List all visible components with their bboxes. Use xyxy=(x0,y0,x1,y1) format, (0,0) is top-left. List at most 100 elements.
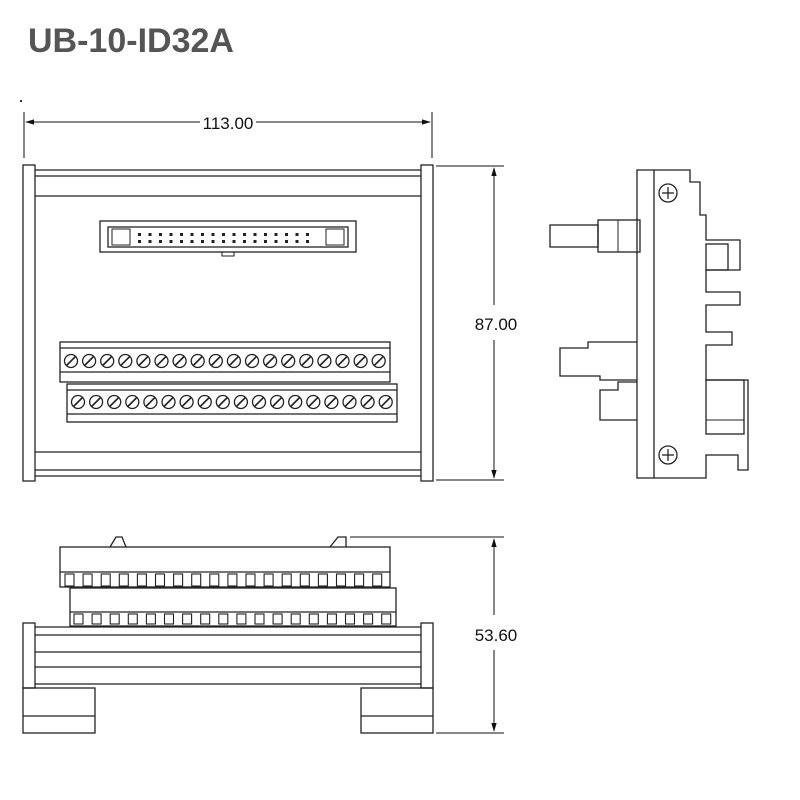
depth-dimension: 53.60 xyxy=(350,536,518,734)
connector-pin xyxy=(264,233,267,236)
connector-pin xyxy=(148,240,152,243)
terminal-slot xyxy=(245,573,256,587)
terminal-screw-icon xyxy=(299,353,314,369)
terminal-screw-icon xyxy=(143,394,158,410)
terminal-slot xyxy=(299,573,310,587)
terminal-screw-icon xyxy=(342,394,357,410)
terminal-slot xyxy=(100,573,111,587)
terminal-slot xyxy=(354,573,365,587)
terminal-slot xyxy=(145,613,156,625)
terminal-slot xyxy=(200,613,211,625)
terminal-screw-icon xyxy=(335,353,350,369)
terminal-screw-icon xyxy=(172,353,187,369)
terminal-screw-icon xyxy=(233,394,249,410)
terminal-slot xyxy=(381,613,392,625)
terminal-screw-icon xyxy=(63,353,79,369)
terminal-screw-icon xyxy=(306,394,321,410)
terminal-screw-icon xyxy=(269,394,285,410)
terminal-screw-icon xyxy=(88,394,104,410)
terminal-slot xyxy=(372,573,383,587)
connector-pin xyxy=(211,240,215,243)
terminal-screw-icon xyxy=(154,353,169,369)
width-dimension: 113.00 xyxy=(23,112,433,158)
terminal-screw-icon xyxy=(100,353,115,369)
connector-pin xyxy=(243,240,246,243)
terminal-screw-icon xyxy=(190,353,205,369)
connector-pins xyxy=(138,233,309,243)
connector-pin xyxy=(306,233,309,236)
terminal-slot xyxy=(227,573,238,587)
terminal-block-upper xyxy=(59,341,391,383)
terminal-screw-icon xyxy=(317,353,332,369)
terminal-slot xyxy=(109,613,120,625)
connector-pin xyxy=(243,233,246,236)
product-title: UB-10-ID32A xyxy=(28,22,234,60)
terminal-screw-icon xyxy=(353,353,368,369)
terminal-slot xyxy=(154,573,166,587)
connector-pin xyxy=(201,233,204,236)
front-view: 113.00 87.00 xyxy=(22,112,518,482)
terminal-screw-icon xyxy=(244,353,260,369)
connector-pin xyxy=(264,240,267,243)
terminal-screw-icon xyxy=(281,353,296,369)
terminal-slot xyxy=(73,613,84,625)
terminal-slot xyxy=(82,573,93,587)
terminal-screw-icon xyxy=(262,353,278,369)
terminal-slot xyxy=(136,573,147,587)
terminal-slot xyxy=(272,613,283,625)
terminal-screw-icon xyxy=(360,394,375,410)
top-view: 53.60 xyxy=(22,536,518,734)
terminal-screw-icon xyxy=(118,353,133,369)
connector-pin xyxy=(253,233,257,236)
connector-pin xyxy=(222,240,225,243)
terminal-screw-icon xyxy=(371,353,386,369)
terminal-slot xyxy=(281,573,292,587)
connector-pin xyxy=(138,233,141,236)
terminal-screw-icon xyxy=(107,394,122,410)
mounting-screw-icon xyxy=(658,445,678,465)
terminal-screw-icon xyxy=(226,353,242,369)
terminal-slot xyxy=(263,573,274,587)
connector-pin xyxy=(253,240,257,243)
side-view xyxy=(549,169,749,479)
terminal-slot xyxy=(290,613,301,625)
terminal-slot xyxy=(363,613,374,625)
terminal-slot xyxy=(344,613,356,625)
connector-pin xyxy=(274,233,278,236)
terminal-slot xyxy=(173,573,184,587)
depth-label: 53.60 xyxy=(475,626,518,645)
terminal-slot xyxy=(163,613,175,625)
connector-pin xyxy=(232,240,236,243)
connector-pin xyxy=(159,233,162,236)
terminal-block-lower xyxy=(66,383,398,423)
terminal-screw-icon xyxy=(215,394,230,410)
width-label: 113.00 xyxy=(203,114,254,133)
connector-pin xyxy=(159,240,162,243)
connector-pin xyxy=(201,240,204,243)
terminal-slot xyxy=(335,573,347,587)
idc-connector xyxy=(99,220,357,257)
terminal-screw-icon xyxy=(378,394,393,410)
connector-pin xyxy=(148,233,152,236)
terminal-slot xyxy=(64,573,75,587)
terminal-slot xyxy=(182,613,193,625)
terminal-screw-icon xyxy=(197,394,212,410)
terminal-slot xyxy=(127,613,138,625)
connector-pin xyxy=(211,233,215,236)
terminal-slot xyxy=(218,613,229,625)
terminal-screw-icon xyxy=(288,394,303,410)
connector-pin xyxy=(222,233,225,236)
terminal-slot xyxy=(236,613,247,625)
terminal-screw-icon xyxy=(208,353,223,369)
terminal-screw-icon xyxy=(70,394,86,410)
height-label: 87.00 xyxy=(475,315,518,334)
connector-pin xyxy=(180,233,183,236)
terminal-slot xyxy=(254,613,265,625)
terminal-slot xyxy=(326,613,337,625)
terminal-slot xyxy=(317,573,328,587)
connector-pin xyxy=(285,240,288,243)
connector-pin xyxy=(180,240,183,243)
mounting-screw-icon xyxy=(658,183,678,203)
terminal-screw-icon xyxy=(161,394,176,410)
